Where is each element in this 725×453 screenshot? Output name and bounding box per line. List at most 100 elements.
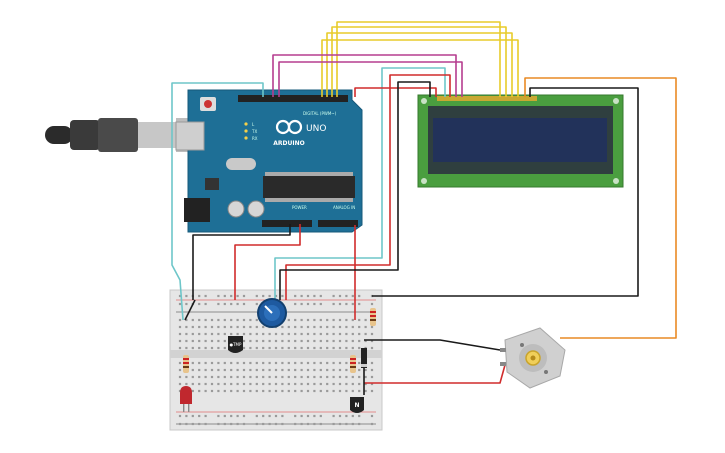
breadboard-hole[interactable] <box>230 302 233 306</box>
breadboard-hole[interactable] <box>274 361 278 365</box>
breadboard-hole[interactable] <box>351 332 354 336</box>
breadboard-hole[interactable] <box>242 389 246 393</box>
breadboard-hole[interactable] <box>300 332 303 336</box>
breadboard-hole[interactable] <box>204 294 207 298</box>
breadboard-hole[interactable] <box>217 389 220 393</box>
breadboard-hole[interactable] <box>268 368 271 372</box>
breadboard-hole[interactable] <box>198 294 201 298</box>
breadboard-hole[interactable] <box>319 382 322 386</box>
breadboard-hole[interactable] <box>332 422 335 426</box>
breadboard-hole[interactable] <box>210 339 214 343</box>
breadboard-hole[interactable] <box>210 382 214 386</box>
breadboard-hole[interactable] <box>281 389 284 393</box>
breadboard-hole[interactable] <box>217 318 220 322</box>
breadboard-hole[interactable] <box>300 294 303 298</box>
breadboard-hole[interactable] <box>306 332 310 336</box>
breadboard-hole[interactable] <box>294 361 297 365</box>
breadboard-hole[interactable] <box>191 361 194 365</box>
breadboard-hole[interactable] <box>370 414 374 418</box>
breadboard-hole[interactable] <box>230 414 233 418</box>
breadboard-hole[interactable] <box>300 368 303 372</box>
breadboard-hole[interactable] <box>242 318 246 322</box>
wire-black-3[interactable] <box>372 87 639 297</box>
breadboard-hole[interactable] <box>249 346 252 350</box>
resistor-1[interactable] <box>183 355 189 373</box>
breadboard-hole[interactable] <box>370 339 374 343</box>
breadboard-hole[interactable] <box>262 389 265 393</box>
breadboard-hole[interactable] <box>345 422 348 426</box>
breadboard-hole[interactable] <box>242 368 246 372</box>
breadboard-hole[interactable] <box>370 389 374 393</box>
breadboard-hole[interactable] <box>204 368 207 372</box>
breadboard-hole[interactable] <box>294 414 297 418</box>
npn-transistor[interactable]: N <box>350 397 364 413</box>
breadboard-hole[interactable] <box>217 325 220 329</box>
breadboard-hole[interactable] <box>287 339 290 343</box>
breadboard-hole[interactable] <box>313 346 316 350</box>
breadboard-hole[interactable] <box>358 294 361 298</box>
breadboard-hole[interactable] <box>338 389 342 393</box>
breadboard-hole[interactable] <box>345 346 348 350</box>
breadboard-hole[interactable] <box>268 422 271 426</box>
usb-cable[interactable] <box>45 118 196 152</box>
breadboard-hole[interactable] <box>255 389 258 393</box>
wire-black-5[interactable] <box>184 299 196 321</box>
breadboard-hole[interactable] <box>198 302 201 306</box>
breadboard-hole[interactable] <box>332 346 335 350</box>
breadboard-hole[interactable] <box>262 346 265 350</box>
breadboard-hole[interactable] <box>249 368 252 372</box>
arduino-uno-board[interactable]: ARDUINO UNO DIGITAL (PWM~) POWER ANALOG … <box>175 89 363 233</box>
breadboard-hole[interactable] <box>281 339 284 343</box>
breadboard-hole[interactable] <box>204 302 207 306</box>
breadboard-hole[interactable] <box>313 414 316 418</box>
breadboard-hole[interactable] <box>198 368 201 372</box>
breadboard-hole[interactable] <box>268 414 271 418</box>
breadboard-hole[interactable] <box>236 318 239 322</box>
breadboard-hole[interactable] <box>351 325 354 329</box>
breadboard-hole[interactable] <box>351 414 354 418</box>
breadboard-hole[interactable] <box>223 325 226 329</box>
breadboard-hole[interactable] <box>345 339 348 343</box>
breadboard-hole[interactable] <box>217 339 220 343</box>
breadboard-hole[interactable] <box>370 325 374 329</box>
red-led[interactable] <box>180 386 192 412</box>
breadboard-hole[interactable] <box>217 422 220 426</box>
breadboard-hole[interactable] <box>198 389 201 393</box>
breadboard-hole[interactable] <box>326 368 329 372</box>
breadboard-hole[interactable] <box>178 332 182 336</box>
breadboard-hole[interactable] <box>313 361 316 365</box>
breadboard-hole[interactable] <box>338 361 342 365</box>
breadboard-hole[interactable] <box>351 302 354 306</box>
breadboard-hole[interactable] <box>268 361 271 365</box>
breadboard-hole[interactable] <box>249 325 252 329</box>
breadboard-hole[interactable] <box>262 382 265 386</box>
breadboard-hole[interactable] <box>268 294 271 298</box>
breadboard-hole[interactable] <box>274 294 278 298</box>
breadboard-hole[interactable] <box>185 325 188 329</box>
breadboard-hole[interactable] <box>204 346 207 350</box>
breadboard-hole[interactable] <box>313 375 316 379</box>
breadboard-hole[interactable] <box>178 361 182 365</box>
wire-black-2[interactable] <box>279 81 431 300</box>
breadboard-hole[interactable] <box>262 422 265 426</box>
breadboard-hole[interactable] <box>249 389 252 393</box>
breadboard-hole[interactable] <box>242 294 246 298</box>
breadboard-hole[interactable] <box>242 414 246 418</box>
breadboard-hole[interactable] <box>223 346 226 350</box>
breadboard-hole[interactable] <box>294 339 297 343</box>
breadboard-hole[interactable] <box>262 375 265 379</box>
breadboard-hole[interactable] <box>204 318 207 322</box>
breadboard-hole[interactable] <box>178 375 182 379</box>
breadboard-hole[interactable] <box>306 414 310 418</box>
breadboard-hole[interactable] <box>236 389 239 393</box>
breadboard-hole[interactable] <box>274 375 278 379</box>
breadboard-hole[interactable] <box>204 375 207 379</box>
breadboard-hole[interactable] <box>185 339 188 343</box>
breadboard-hole[interactable] <box>313 368 316 372</box>
breadboard-hole[interactable] <box>300 361 303 365</box>
breadboard-hole[interactable] <box>319 339 322 343</box>
breadboard-hole[interactable] <box>281 375 284 379</box>
breadboard-hole[interactable] <box>332 382 335 386</box>
breadboard-hole[interactable] <box>332 339 335 343</box>
breadboard-hole[interactable] <box>236 302 239 306</box>
